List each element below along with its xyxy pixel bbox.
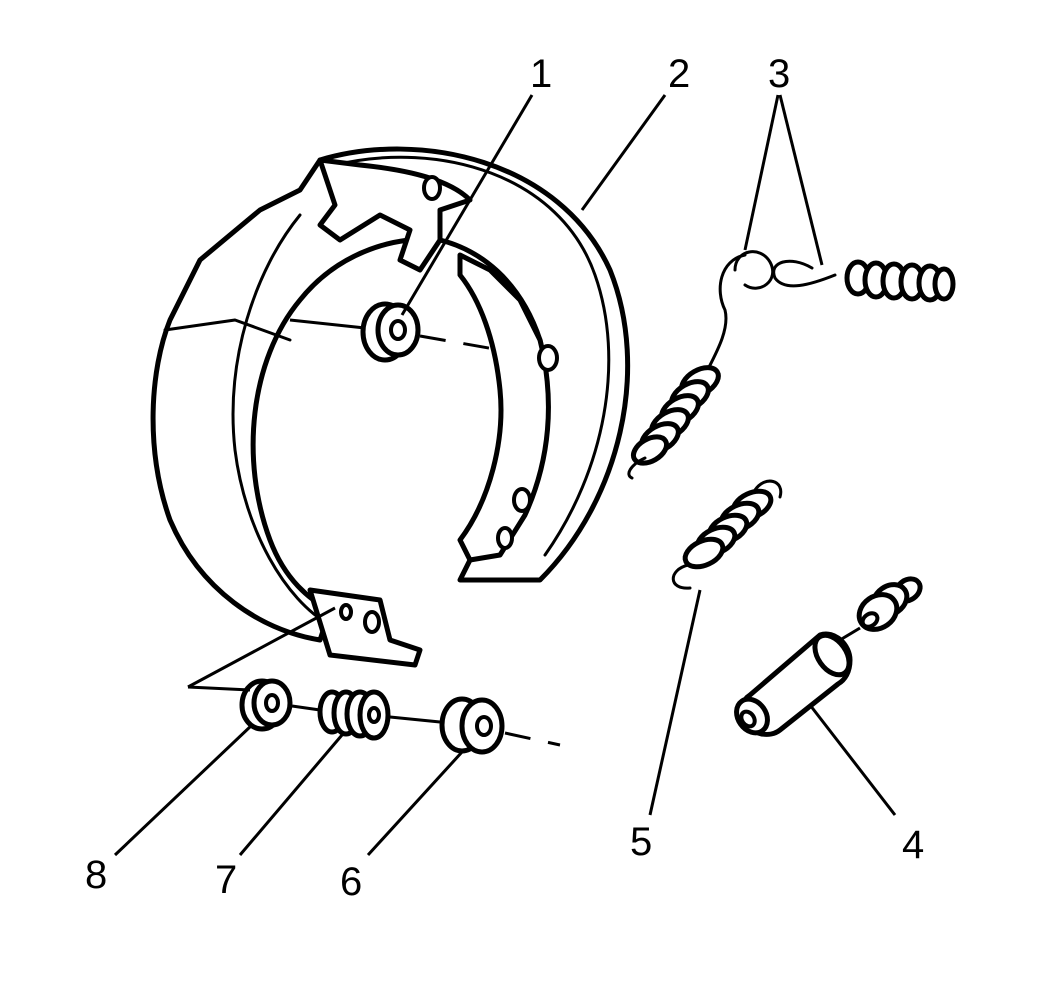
brake-shoe	[150, 146, 631, 668]
spring-5-top-hook	[753, 479, 783, 499]
brake-shoe-lining-edge	[163, 318, 292, 342]
axis-line-1-left	[289, 318, 366, 330]
leader-7	[238, 734, 344, 856]
spring-3-wire	[703, 253, 747, 377]
callout-labels: 1 2 3 4 5 6 7 8	[85, 52, 924, 904]
axis-line-bottom-a	[291, 704, 321, 712]
callout-6: 6	[340, 860, 362, 904]
axis-line-bottom-b	[389, 715, 441, 724]
leader-6	[366, 750, 464, 857]
brake-shoe-web-edge	[333, 155, 611, 557]
leader-1	[400, 94, 534, 316]
leader-5	[648, 589, 702, 816]
leader-8-branch-a	[187, 606, 336, 689]
shoe-hole-low-b	[496, 526, 514, 550]
spring-3-right-hook	[772, 259, 837, 288]
callout-4: 4	[902, 823, 924, 867]
callout-2: 2	[668, 52, 690, 96]
callout-5: 5	[630, 820, 652, 864]
spring-3-lower-coil	[630, 365, 721, 466]
leader-3a	[743, 94, 780, 251]
callout-1: 1	[530, 52, 552, 96]
spring-3-right-coil	[844, 259, 956, 303]
bushing-7	[317, 689, 391, 741]
washer-1	[360, 301, 421, 363]
leader-8	[113, 723, 254, 857]
brake-shoe-right-flange	[457, 252, 551, 563]
leader-lines	[113, 94, 897, 857]
callout-3: 3	[768, 52, 790, 96]
leader-4	[808, 704, 897, 816]
brake-shoe-inner-rim	[231, 213, 332, 627]
axis-line-bottom-c	[504, 731, 561, 747]
spring-3-end-hook	[627, 456, 647, 480]
retainer-6	[439, 696, 505, 755]
shoe-hole-mid	[537, 344, 559, 372]
callout-7: 7	[215, 858, 237, 902]
callout-8: 8	[85, 853, 107, 897]
washer-8	[239, 678, 293, 732]
spring-5-bottom-hook	[671, 563, 692, 590]
pin-assembly-4-axis	[839, 626, 861, 642]
shoe-hole-end-b	[339, 603, 353, 621]
leader-2	[580, 94, 667, 211]
spring-3	[627, 250, 956, 480]
axis-line-1-right	[419, 334, 501, 352]
leader-3b	[778, 94, 824, 266]
shoe-hole-low-a	[512, 487, 532, 513]
shoe-hole-top	[422, 175, 442, 201]
spring-5	[671, 479, 783, 590]
pin-assembly-4	[734, 576, 923, 737]
spring-3-hook	[733, 250, 774, 290]
shoe-hole-end	[363, 610, 381, 634]
leader-8-branch-b	[187, 685, 251, 692]
